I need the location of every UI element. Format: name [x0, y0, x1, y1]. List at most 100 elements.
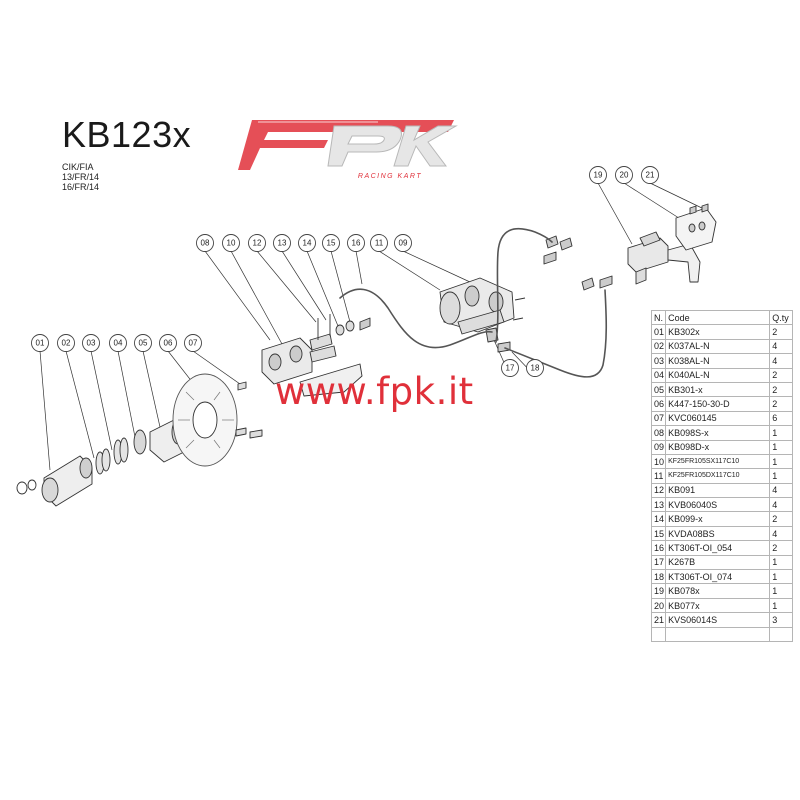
callout-circle — [322, 234, 340, 252]
part-code-cell: K447-150-30-D — [665, 396, 771, 412]
callout-label: 10 — [227, 239, 236, 248]
col-number-header: N. — [650, 309, 667, 326]
certification-line: CIK/FIA — [62, 162, 94, 172]
callout-circle — [394, 234, 412, 252]
callout-circle — [109, 334, 127, 352]
callout-leader-line — [306, 250, 339, 327]
callout-leader-line — [230, 250, 283, 345]
callout-label: 06 — [164, 339, 173, 348]
callout-leader-line — [330, 250, 351, 323]
part-number-cell: 21 — [650, 612, 667, 628]
callout-circle — [82, 334, 100, 352]
callout-label: 05 — [139, 339, 148, 348]
callout-circle — [222, 234, 240, 252]
part-qty-cell: 6 — [769, 410, 793, 427]
part-code-cell: KB301-x — [665, 381, 771, 398]
part-number-cell: 05 — [650, 381, 667, 398]
part-qty-cell: 2 — [769, 396, 793, 412]
part-qty-cell: 1 — [769, 468, 793, 484]
callout-leader-line — [142, 350, 163, 437]
washer-part — [27, 479, 37, 491]
part-number-cell: 11 — [650, 468, 667, 484]
table-header-row: N. Code Q.ty — [650, 309, 793, 326]
fpk-logo: RACING KART — [238, 120, 458, 180]
callout-label: 08 — [201, 239, 210, 248]
part-qty-cell: 4 — [769, 482, 793, 499]
caliper-bracket-part — [299, 363, 363, 397]
callout-leader-line — [39, 350, 51, 471]
callout-label: 03 — [87, 339, 96, 348]
col-code-header: Code — [665, 309, 771, 326]
callout-leader-line — [355, 250, 363, 285]
part-number-cell: 06 — [650, 396, 667, 412]
callout-leader-line — [65, 350, 95, 459]
callout-leader-line — [281, 250, 327, 321]
callout-circle — [134, 334, 152, 352]
part-code-cell: KB302x — [665, 324, 771, 340]
part-code-cell: K040AL-N — [665, 367, 771, 383]
part-number-cell: 04 — [650, 367, 667, 383]
part-qty-cell: 1 — [769, 569, 793, 585]
part-number-cell: 12 — [650, 482, 667, 499]
reservoir-part — [675, 207, 717, 251]
part-code-cell: K267B — [665, 554, 771, 571]
part-code-cell: KT306T-OI_074 — [665, 569, 771, 585]
callout-circle — [589, 166, 607, 184]
callout-label: 21 — [646, 171, 655, 180]
part-code-cell: KVDA08BS — [665, 525, 771, 542]
col-qty-header: Q.ty — [769, 309, 793, 326]
part-qty-cell: 4 — [769, 353, 793, 369]
part-number-cell: 10 — [650, 453, 667, 470]
part-number-cell: 20 — [650, 597, 667, 614]
callout-label: 14 — [303, 239, 312, 248]
callout-leader-line — [378, 250, 441, 291]
part-qty-cell: 2 — [769, 540, 793, 556]
part-qty-cell — [769, 626, 793, 642]
callout-label: 02 — [62, 339, 71, 348]
part-code-cell: KVB06040S — [665, 497, 771, 513]
callout-leader-line — [90, 350, 113, 451]
callout-label: 20 — [620, 171, 629, 180]
brake-hose-part — [504, 289, 608, 378]
callout-label: 09 — [399, 239, 408, 248]
callout-circle — [196, 234, 214, 252]
part-qty-cell: 2 — [769, 381, 793, 398]
page-title: KB123x — [62, 114, 192, 155]
nut-part — [16, 481, 28, 495]
callout-circle — [501, 359, 519, 377]
callout-label: 19 — [594, 171, 603, 180]
callout-leader-line — [649, 182, 707, 211]
callout-circle — [273, 234, 291, 252]
part-number-cell: 19 — [650, 583, 667, 599]
callout-circle — [57, 334, 75, 352]
certification-line: 16/FR/14 — [62, 182, 100, 192]
callout-label: 16 — [352, 239, 361, 248]
part-qty-cell: 1 — [769, 439, 793, 455]
part-qty-cell: 4 — [769, 338, 793, 355]
part-code-cell: KB091 — [665, 482, 771, 499]
part-number-cell: 08 — [650, 425, 667, 441]
part-qty-cell: 4 — [769, 525, 793, 542]
logo-subtitle: RACING KART — [358, 173, 422, 180]
part-code-cell: KB078x — [665, 583, 771, 599]
callout-label: 12 — [253, 239, 262, 248]
watermark: www.fpk.it — [275, 370, 474, 413]
callout-label: 07 — [189, 339, 198, 348]
callout-leader-line — [402, 250, 471, 283]
callout-circle — [248, 234, 266, 252]
